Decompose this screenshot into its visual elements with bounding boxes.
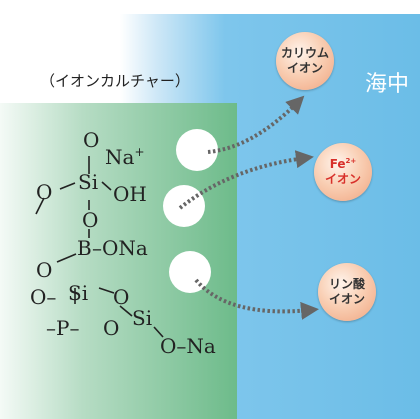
atom-b: B (77, 236, 92, 260)
phosphate-ion-line1: リン酸 (328, 277, 365, 291)
iron-ion-bubble: Fe2+ イオン (314, 143, 372, 201)
atom-si-3: Si (132, 306, 153, 330)
phosphate-ion-line2: イオン (328, 292, 365, 306)
atom-si-2: Si (68, 281, 89, 305)
atom-si-1: Si (78, 170, 99, 194)
atom-na-plus: Na+ (105, 145, 145, 169)
atom-p: –P– (46, 316, 80, 340)
atom-o-na-bottom: O–Na (160, 334, 216, 358)
sea-label: 海中 (365, 72, 410, 97)
atom-oh: OH (113, 182, 147, 206)
phosphate-ion-bubble: リン酸 イオン (318, 263, 376, 321)
iron-ion-symbol: Fe2+ (329, 157, 357, 171)
atom-o-p-right: O (103, 316, 120, 340)
pore-circle-1 (176, 129, 218, 171)
atom-ona: –ONa (92, 236, 148, 260)
arrow-to-potassium (207, 95, 305, 154)
atom-o-top: O (83, 128, 100, 152)
atom-o-mid: O (82, 208, 99, 232)
arrow-to-iron (178, 150, 314, 210)
atom-o-left: O (36, 180, 53, 204)
caption: （イオンカルチャー） (40, 72, 190, 90)
arrow-to-phosphate (194, 278, 319, 320)
atom-o-si2-left: O– (30, 285, 57, 309)
potassium-ion-line1: カリウム (280, 46, 329, 60)
potassium-ion-bubble: カリウム イオン (276, 32, 334, 90)
iron-ion-line2: イオン (324, 172, 361, 186)
atom-o-b-left: O (36, 258, 53, 282)
pore-circle-3 (169, 251, 211, 293)
atom-o-si2-right: O (113, 285, 130, 309)
pore-circle-2 (163, 185, 205, 227)
molecule-bonds (35, 156, 164, 338)
potassium-ion-line2: イオン (286, 61, 323, 75)
